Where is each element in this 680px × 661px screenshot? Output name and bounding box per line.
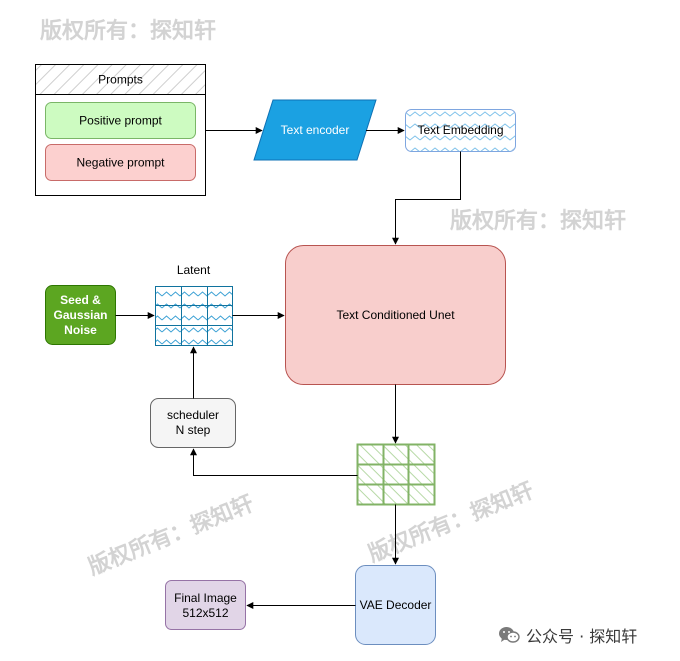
scheduler-line-1: scheduler bbox=[167, 408, 219, 422]
prompts-header bbox=[35, 64, 206, 95]
positive-prompt-box bbox=[45, 102, 196, 139]
negative-prompt-box bbox=[45, 144, 196, 181]
seed-noise-line-3: Noise bbox=[64, 323, 97, 337]
watermark-mid-right: 版权所有：探知轩 bbox=[450, 208, 626, 234]
vae-decoder-label: VAE Decoder bbox=[360, 598, 432, 612]
final-image-node: Final Image 512x512 bbox=[165, 580, 246, 630]
latent-label: Latent bbox=[177, 263, 211, 277]
negative-prompt-label: Negative prompt bbox=[76, 156, 165, 170]
final-image-line-2: 512x512 bbox=[182, 606, 228, 620]
wechat-icon bbox=[498, 626, 520, 644]
text-encoder-shape bbox=[253, 99, 377, 161]
footer-label: 公众号 · 探知轩 bbox=[526, 627, 638, 646]
scheduler-line-2: N step bbox=[176, 423, 211, 437]
final-image-line-1: Final Image bbox=[174, 591, 237, 605]
watermark-top-left: 版权所有：探知轩 bbox=[40, 18, 216, 44]
final-image-box bbox=[165, 580, 246, 630]
text-encoder-node: Text encoder bbox=[253, 99, 377, 161]
text-embedding-pattern bbox=[406, 110, 515, 151]
unet-label: Text Conditioned Unet bbox=[336, 308, 455, 322]
watermark-lower-left: 版权所有：探知轩 bbox=[85, 491, 258, 581]
text-embedding-node: Text Embedding bbox=[405, 109, 516, 152]
prompts-group: Prompts Positive prompt Negative prompt bbox=[35, 64, 206, 196]
text-embedding-label: Text Embedding bbox=[417, 123, 503, 137]
output-latent-grid bbox=[356, 443, 436, 506]
edge-output-to-scheduler bbox=[190, 448, 358, 476]
seed-noise-line-1: Seed & bbox=[60, 293, 101, 307]
seed-noise-node: Seed & Gaussian Noise bbox=[45, 285, 116, 345]
edge-embedding-to-unet bbox=[392, 151, 461, 245]
unet-node: Text Conditioned Unet bbox=[285, 245, 506, 385]
latent-grid-pattern bbox=[155, 286, 232, 345]
vae-decoder-node: VAE Decoder bbox=[355, 565, 436, 645]
scheduler-node: scheduler N step bbox=[150, 398, 236, 448]
text-encoder-label: Text encoder bbox=[281, 123, 350, 137]
seed-noise-line-2: Gaussian bbox=[53, 308, 107, 322]
output-latent-lines bbox=[356, 443, 436, 506]
output-latent-pattern bbox=[357, 444, 434, 504]
latent-node: Latent bbox=[155, 263, 233, 346]
positive-prompt-label: Positive prompt bbox=[79, 114, 162, 128]
edges bbox=[115, 127, 461, 609]
footer-credit: 公众号 · 探知轩 bbox=[498, 622, 668, 648]
prompts-title: Prompts bbox=[98, 73, 143, 87]
